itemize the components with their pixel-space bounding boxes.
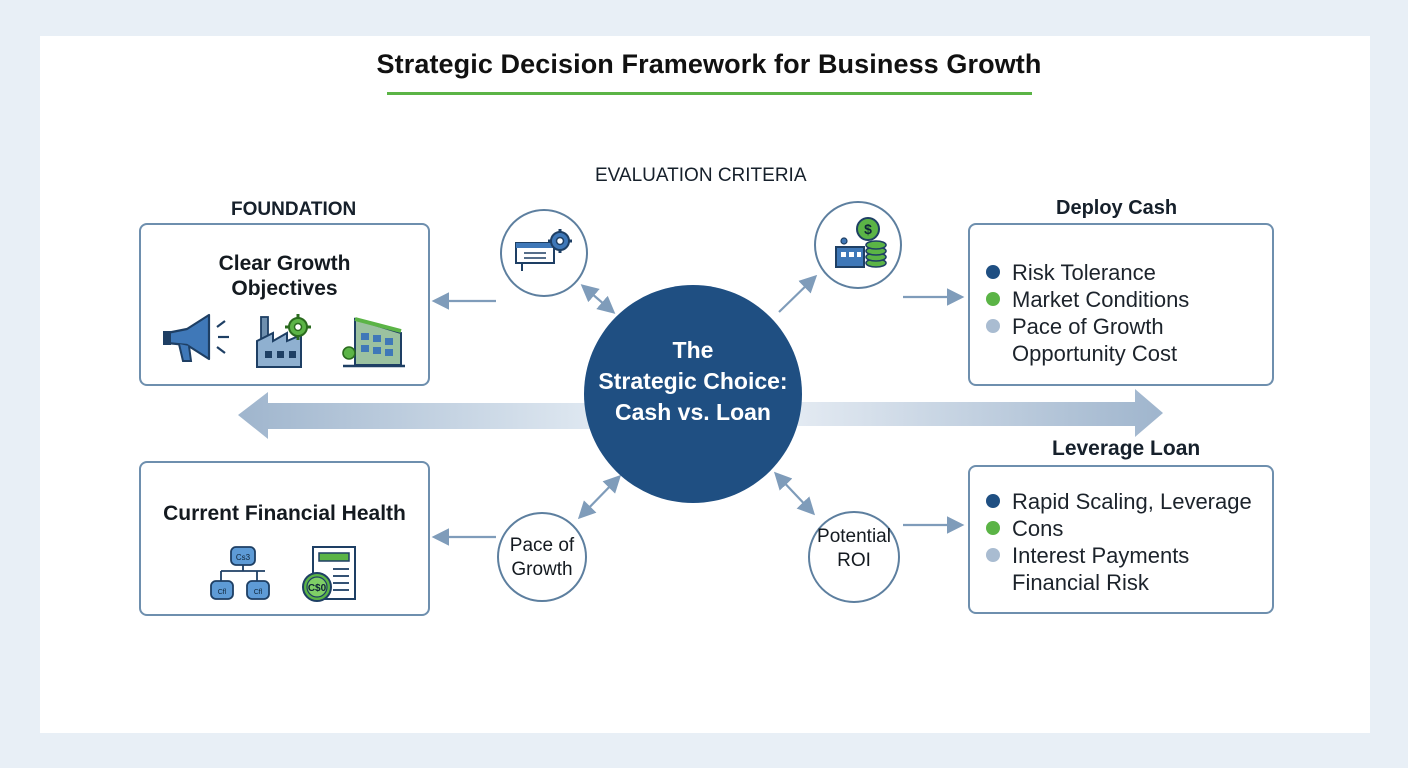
list-item: Pace of Growth <box>986 313 1189 340</box>
center-line3: Cash vs. Loan <box>615 399 771 425</box>
cash-structure-icon: Cs3 Cfl Cfl <box>210 546 270 600</box>
megaphone-icon <box>163 313 229 362</box>
list-item-text: Opportunity Cost <box>1012 341 1178 366</box>
cash-node-label: Cfl <box>218 589 227 596</box>
center-line2: Strategic Choice: <box>598 368 788 394</box>
dollar-coins-icon: $ <box>835 217 887 268</box>
building-growth-icon <box>342 317 405 368</box>
list-item-text: Rapid Scaling, Leverage <box>1012 489 1252 514</box>
potential-roi-line1: Potential <box>817 526 891 547</box>
strategic-choice-circle: The Strategic Choice: Cash vs. Loan <box>584 285 802 503</box>
foundation-label: FOUNDATION <box>231 199 357 220</box>
potential-roi-line2: ROI <box>837 550 871 571</box>
list-item-text: Market Conditions <box>1012 287 1190 312</box>
list-item-text: Financial Risk <box>1012 570 1149 595</box>
list-item: Interest Payments <box>986 542 1252 569</box>
evaluation-criteria-label: EVALUATION CRITERIA <box>595 165 807 186</box>
cash-node-label: Cs3 <box>236 553 251 562</box>
coin-label: C$0 <box>308 583 327 594</box>
bullet-dot-icon <box>986 292 1000 306</box>
cash-criteria-circle: $ <box>814 201 902 289</box>
financial-document-icon: C$0 <box>302 546 356 602</box>
list-item: Rapid Scaling, Leverage <box>986 488 1252 515</box>
dollar-sign: $ <box>864 221 872 237</box>
deploy-cash-heading: Deploy Cash <box>1056 197 1178 219</box>
potential-roi-circle: Potential ROI <box>808 511 900 603</box>
list-item-text: Risk Tolerance <box>1012 260 1156 285</box>
title-underline <box>387 92 1032 95</box>
pace-of-growth-circle: Pace of Growth <box>497 512 587 602</box>
settings-criteria-circle <box>500 209 588 297</box>
growth-objectives-line1: Clear Growth <box>218 252 351 275</box>
bullet-dot-icon <box>986 319 1000 333</box>
growth-objectives-box: Clear Growth Objectives <box>139 223 430 386</box>
list-item-text: Pace of Growth <box>1012 314 1164 339</box>
list-item: Cons <box>986 515 1252 542</box>
list-item: Risk Tolerance <box>986 259 1189 286</box>
leverage-loan-heading: Leverage Loan <box>1052 437 1201 460</box>
list-item: Opportunity Cost <box>986 340 1189 367</box>
list-item-text: Cons <box>1012 516 1064 541</box>
factory-gear-icon <box>256 314 311 368</box>
bullet-dot-icon <box>986 521 1000 535</box>
pace-of-growth-line1: Pace of <box>509 535 575 556</box>
center-line1: The <box>672 337 714 363</box>
bullet-dot-icon <box>986 265 1000 279</box>
page-title: Strategic Decision Framework for Busines… <box>376 49 1042 79</box>
bullet-dot-icon <box>986 548 1000 562</box>
cash-node-label: Cfl <box>254 589 263 596</box>
growth-objectives-line2: Objectives <box>231 277 338 300</box>
financial-health-box: Current Financial Health Cs3 Cfl Cfl C$0 <box>139 461 430 616</box>
list-item-text: Interest Payments <box>1012 543 1190 568</box>
bullet-dot-icon <box>986 494 1000 508</box>
list-item: Market Conditions <box>986 286 1189 313</box>
financial-health-title: Current Financial Health <box>163 502 406 525</box>
list-item: Financial Risk <box>986 569 1252 596</box>
gear-dashboard-icon <box>515 229 572 271</box>
pace-of-growth-line2: Growth <box>511 559 573 580</box>
